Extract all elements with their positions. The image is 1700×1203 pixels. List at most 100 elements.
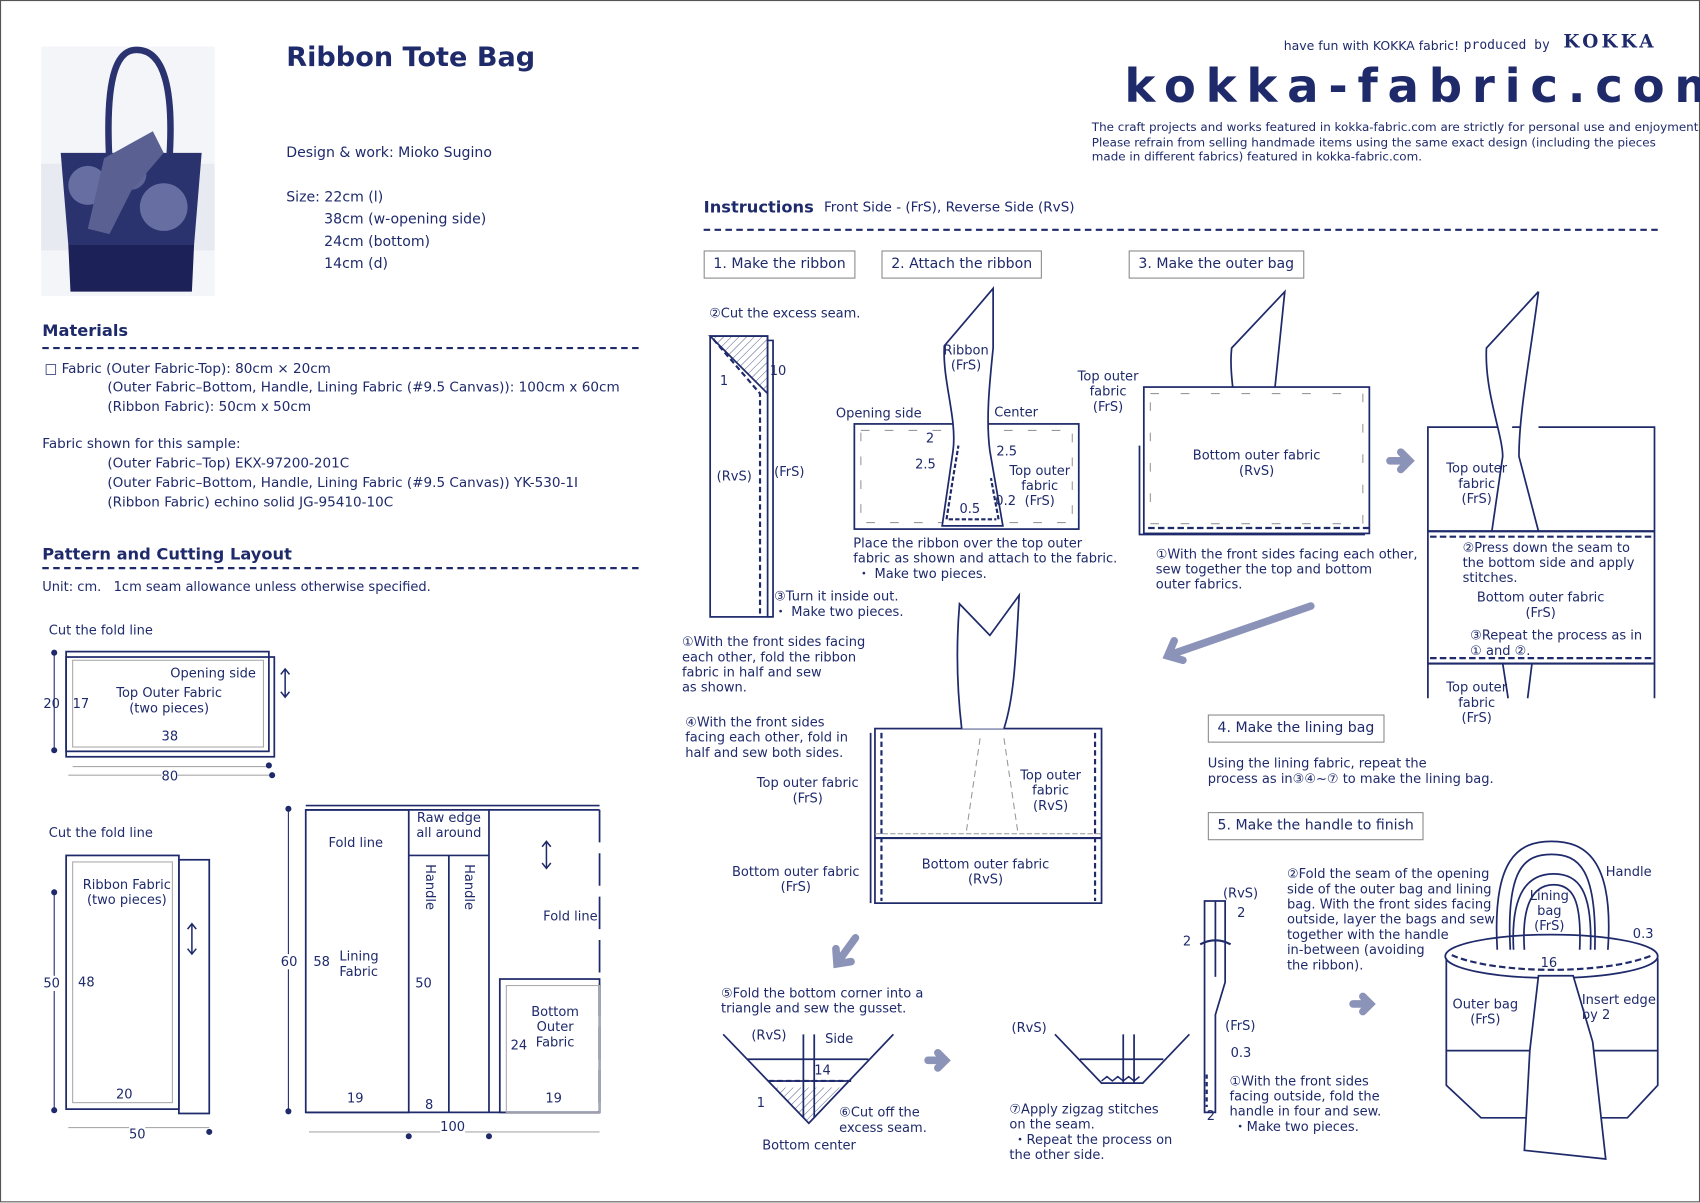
dimension: 19 — [545, 1090, 562, 1106]
dimension: 50 — [43, 975, 60, 991]
size-label: Size: 22cm (l) — [286, 189, 384, 206]
fabric-label: Bottom outer fabric (FrS) — [1476, 589, 1605, 621]
sample-heading: Fabric shown for this sample: — [42, 434, 241, 452]
dimension: 14 — [814, 1062, 831, 1078]
fabric-label: Top outer fabric (FrS) — [1009, 462, 1071, 509]
step-note: ②Fold the seam of the opening side of th… — [1286, 866, 1495, 973]
fabric-label: Top outer fabric (FrS) — [1446, 679, 1508, 726]
side-label: (FrS) — [774, 464, 805, 480]
sample-line: (Outer Fabric–Bottom, Handle, Lining Fab… — [107, 473, 579, 491]
divider — [42, 346, 639, 350]
brand-logo: KOKKA — [1563, 31, 1657, 54]
ribbon-fold-diagram — [708, 335, 774, 618]
top-outer-pattern — [51, 649, 291, 779]
disclaimer: The craft projects and works featured in… — [1091, 120, 1700, 164]
handle-label: Handle — [422, 864, 439, 910]
piece-name: Top Outer Fabric (two pieces) — [116, 685, 223, 716]
fabric-label: Top outer fabric (RvS) — [1020, 767, 1081, 814]
dimension: 80 — [161, 768, 179, 784]
fabric-label: Top outer fabric (FrS) — [756, 775, 859, 806]
side-legend: Front Side - (FrS), Reverse Side (RvS) — [823, 198, 1075, 215]
size-line: 24cm (bottom) — [324, 234, 431, 251]
outer-bag-sew-diagram — [1138, 289, 1371, 536]
step-note: Place the ribbon over the top outer fabr… — [853, 535, 1118, 582]
dimension: 0.5 — [959, 500, 981, 517]
dimension: 10 — [769, 363, 787, 379]
step-3-title: 3. Make the outer bag — [1128, 250, 1304, 279]
dimension: 2 — [925, 430, 935, 446]
side-label: Side — [825, 1031, 854, 1047]
fabric-label: Bottom outer fabric (RvS) — [1192, 447, 1321, 479]
dimension: 2 — [1237, 905, 1246, 921]
sample-line: (Ribbon Fabric) echino solid JG-95410-10… — [107, 493, 394, 510]
dimension: 8 — [425, 1097, 434, 1113]
step-note: ①With the front sides facing each other,… — [1155, 546, 1418, 592]
size-line: 14cm (d) — [324, 255, 389, 273]
step-note: ⑤Fold the bottom corner into a triangle … — [720, 985, 924, 1016]
gusset-diagram — [722, 1033, 1190, 1125]
outer-bag-label: Outer bag (FrS) — [1452, 996, 1519, 1027]
bag-photo — [41, 46, 215, 296]
materials-heading: Materials — [42, 320, 129, 341]
site-logo: kokka-fabric.com — [1124, 59, 1700, 114]
divider — [703, 228, 1658, 231]
ribbon-label: Ribbon (FrS) — [943, 342, 989, 373]
fold-line-label: Fold line — [543, 908, 598, 924]
sample-line: (Outer Fabric–Top) EKX-97200-201C — [107, 454, 350, 471]
dimension: 2 — [1206, 1108, 1215, 1124]
produced-by: produced by — [1463, 36, 1550, 53]
dimension: 19 — [346, 1090, 364, 1106]
lining-bag-label: Lining bag (FrS) — [1529, 887, 1569, 934]
step-2-title: 2. Attach the ribbon — [881, 250, 1042, 279]
piece-name: Lining Fabric — [339, 948, 379, 980]
cut-fold-label: Cut the fold line — [48, 825, 153, 841]
step-note: ③Turn it inside out. ・ Make two pieces. — [774, 588, 904, 620]
dimension: 38 — [161, 728, 179, 744]
step-5-title: 5. Make the handle to finish — [1207, 812, 1424, 841]
dimension: 58 — [313, 954, 330, 970]
raw-edge-label: Raw edge all around — [416, 809, 482, 841]
dimension: 1 — [756, 1095, 766, 1111]
side-label: (RvS) — [751, 1027, 787, 1044]
page-title: Ribbon Tote Bag — [286, 41, 536, 73]
cut-fold-label: Cut the fold line — [48, 622, 153, 638]
tagline: have fun with KOKKA fabric! — [1283, 37, 1460, 54]
outer-bag-fold-diagram — [869, 592, 1103, 905]
step-note: ①With the front sides facing outside, fo… — [1229, 1073, 1382, 1135]
divider — [42, 567, 639, 570]
side-label: (RvS) — [1011, 1020, 1047, 1036]
dimension: 60 — [280, 954, 298, 970]
center-label: Center — [994, 404, 1039, 420]
step-note: ②Cut the excess seam. — [709, 305, 861, 321]
dimension: 48 — [78, 974, 95, 990]
dimension: 24 — [510, 1037, 528, 1053]
arrow-right-icon — [924, 1048, 951, 1072]
dimension: 16 — [1540, 955, 1558, 971]
step-note: Using the lining fabric, repeat the proc… — [1207, 755, 1494, 787]
step-note: ⑦Apply zigzag stitches on the seam. ・Rep… — [1009, 1101, 1173, 1163]
step-note: ④With the front sides facing each other,… — [685, 714, 849, 761]
fabric-label: Top outer fabric (FrS) — [1077, 368, 1139, 415]
opening-side-label: Opening side — [170, 665, 256, 681]
step-4-title: 4. Make the lining bag — [1207, 714, 1385, 743]
fabric-label: Top outer fabric (FrS) — [1446, 460, 1508, 507]
opening-side-label: Opening side — [835, 405, 922, 421]
fabric-line: (Outer Fabric–Bottom, Handle, Lining Fab… — [107, 378, 620, 395]
pattern-heading: Pattern and Cutting Layout — [42, 544, 292, 564]
finished-bag-diagram — [1444, 840, 1659, 1160]
insert-edge-label: Insert edge by 2 — [1581, 992, 1656, 1023]
fold-line-label: Fold line — [328, 834, 383, 851]
dimension: 100 — [440, 1118, 466, 1135]
step-note: ②Press down the seam to the bottom side … — [1462, 539, 1635, 586]
dimension: 20 — [43, 696, 60, 712]
arrow-right-icon — [1386, 448, 1415, 474]
dimension: 0.3 — [1632, 925, 1654, 942]
step-1-title: 1. Make the ribbon — [703, 250, 856, 279]
arrow-down-left-icon — [1162, 602, 1315, 665]
side-label: (FrS) — [1225, 1018, 1256, 1034]
size-line: 38cm (w-opening side) — [324, 211, 487, 228]
dimension: 0.3 — [1230, 1045, 1252, 1061]
fabric-line: (Ribbon Fabric): 50cm x 50cm — [107, 397, 312, 415]
dimension: 2.5 — [996, 443, 1018, 459]
